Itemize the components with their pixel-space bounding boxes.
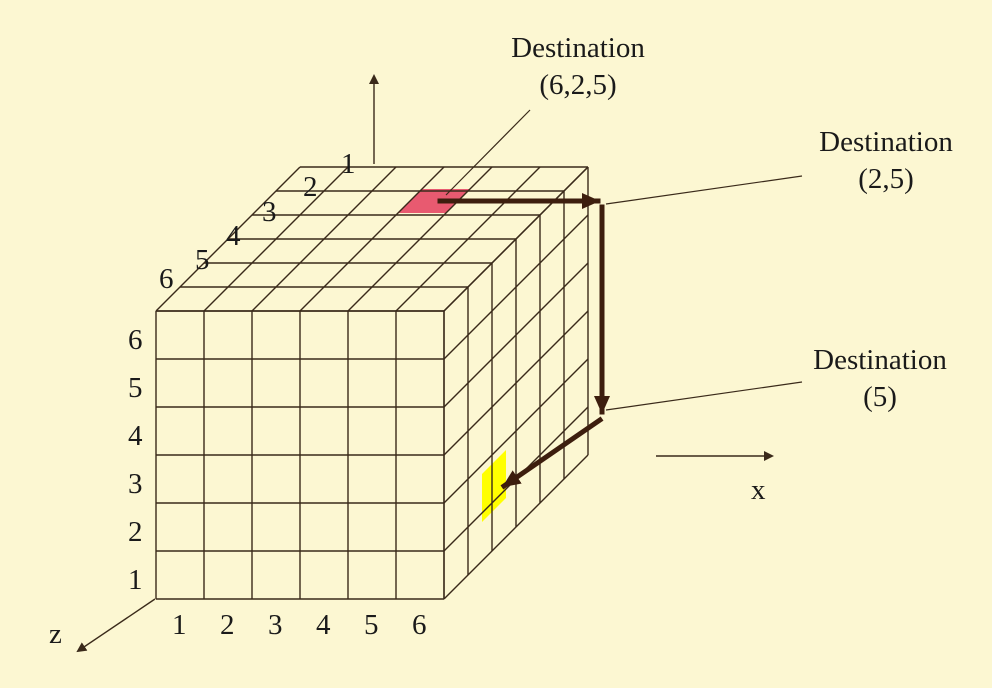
- depth-label-6: 6: [159, 263, 174, 295]
- depth-label-4: 4: [226, 220, 241, 252]
- callout-destination-25: Destination (2,5): [819, 124, 953, 198]
- front-y-label-4: 4: [128, 420, 143, 452]
- front-x-label-3: 3: [268, 609, 283, 641]
- front-x-label-2: 2: [220, 609, 235, 641]
- leader-dest-625: [445, 109, 531, 196]
- cube-grid: [155, 166, 589, 600]
- callout-destination-625: Destination (6,2,5): [511, 30, 645, 104]
- callout-625-title: Destination: [511, 32, 645, 64]
- callout-625-coords: (6,2,5): [539, 69, 617, 101]
- front-y-label-2: 2: [128, 516, 143, 548]
- callout-25-title: Destination: [819, 126, 953, 158]
- front-x-label-1: 1: [172, 609, 187, 641]
- callout-5-title: Destination: [813, 344, 947, 376]
- depth-label-3: 3: [262, 196, 277, 228]
- depth-label-1: 1: [341, 148, 356, 180]
- front-x-label-4: 4: [316, 609, 331, 641]
- route: [437, 193, 610, 490]
- depth-label-5: 5: [195, 244, 210, 276]
- front-x-label-6: 6: [412, 609, 427, 641]
- front-y-label-6: 6: [128, 324, 143, 356]
- front-y-label-3: 3: [128, 468, 143, 500]
- axes: [76, 74, 774, 653]
- leader-dest-5: [605, 381, 803, 411]
- z-axis-arrow: [76, 598, 156, 653]
- callout-5-coords: (5): [863, 381, 897, 413]
- depth-label-2: 2: [303, 171, 318, 203]
- front-y-label-1: 1: [128, 564, 143, 596]
- source-cell: [482, 450, 506, 522]
- callout-leaders: [445, 109, 803, 411]
- side-depth-line: [443, 454, 589, 600]
- leader-dest-25: [605, 175, 803, 205]
- z-axis-label: z: [49, 618, 62, 650]
- front-x-label-5: 5: [364, 609, 379, 641]
- callout-25-coords: (2,5): [858, 163, 914, 195]
- front-y-label-5: 5: [128, 372, 143, 404]
- x-axis-label: x: [751, 474, 766, 506]
- route-arrow-z: [500, 416, 604, 490]
- callout-destination-5: Destination (5): [813, 342, 947, 416]
